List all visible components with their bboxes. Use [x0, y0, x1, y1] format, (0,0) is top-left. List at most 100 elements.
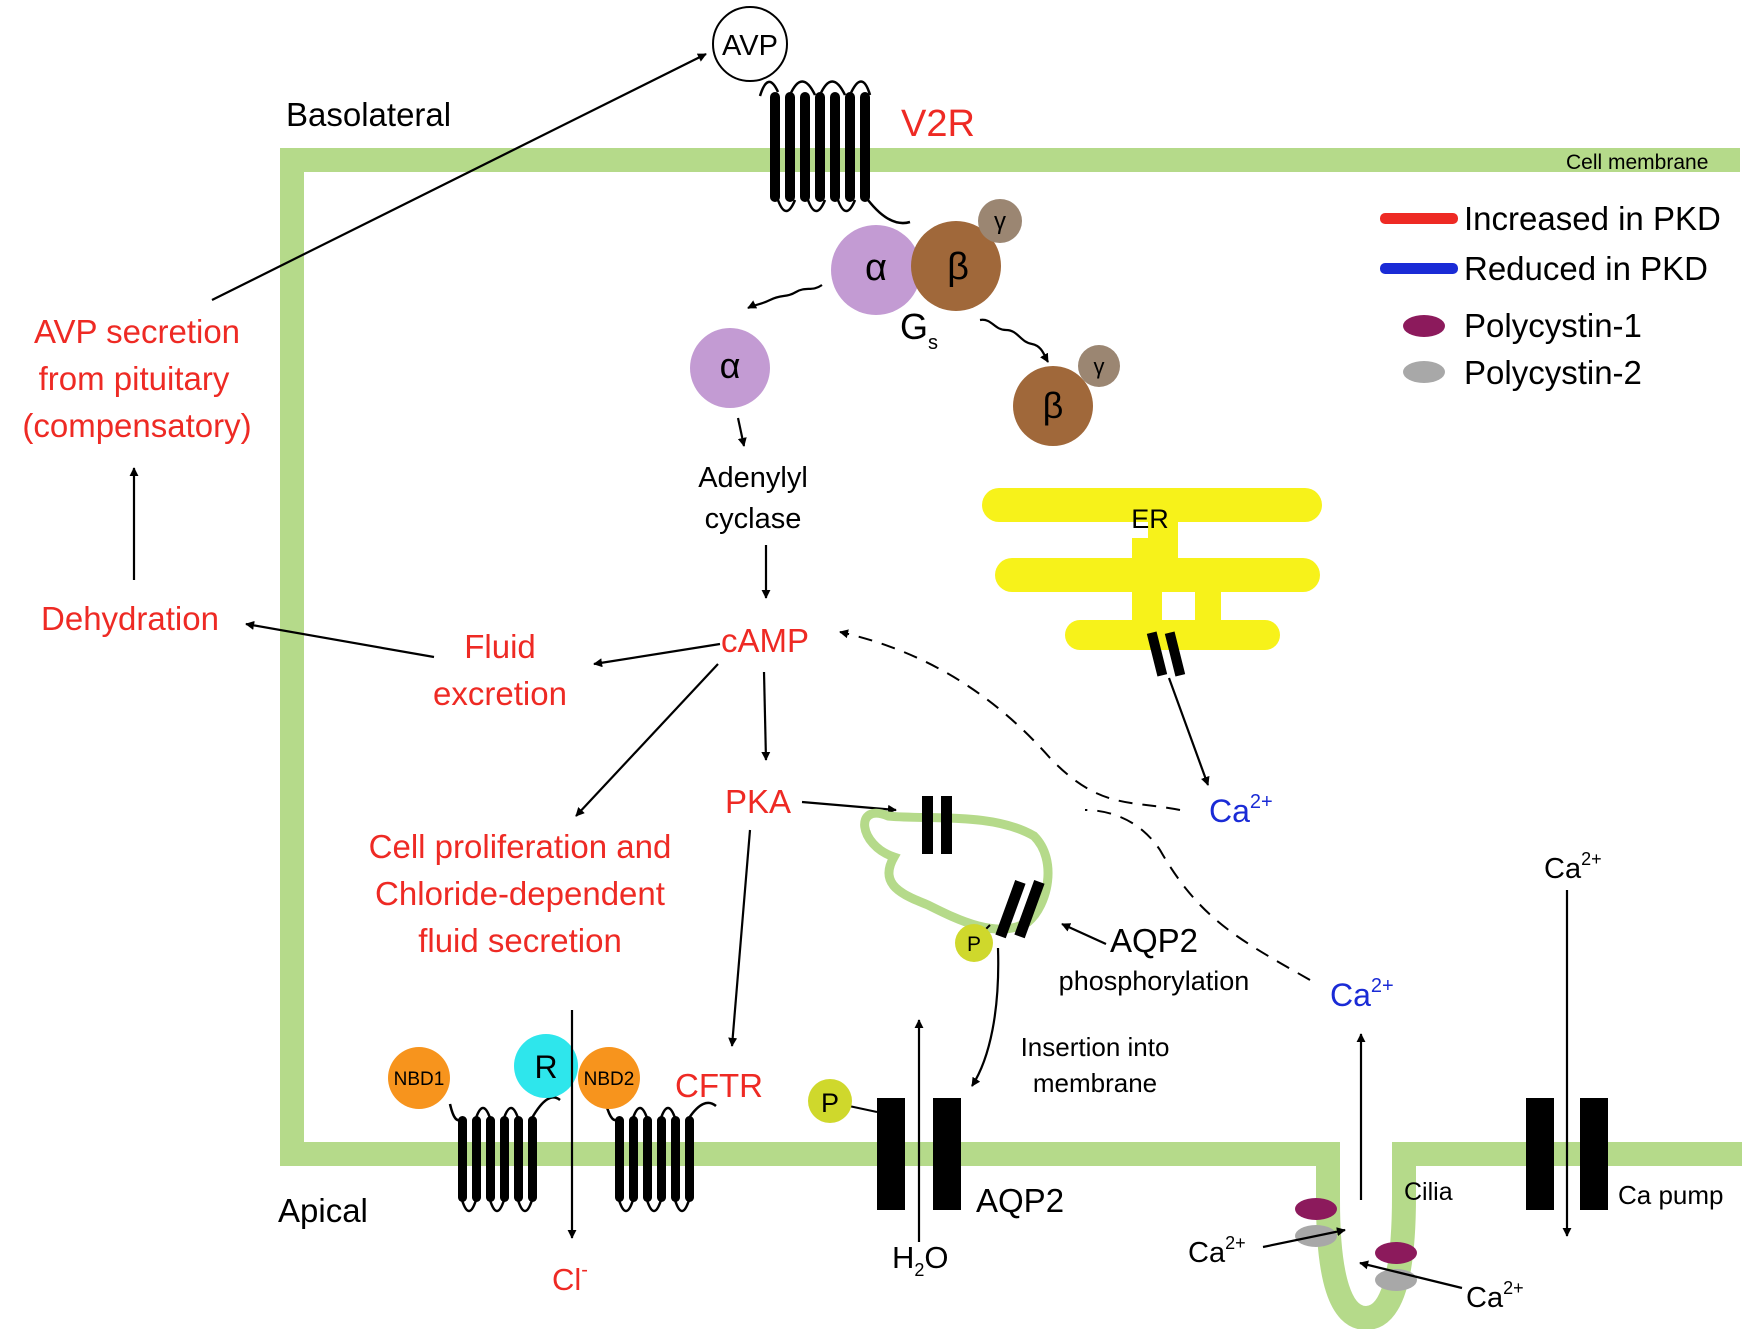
chloride-label: Cl-	[552, 1259, 588, 1297]
apical-phosphate	[808, 1079, 852, 1123]
vesicle-aqp2-channel-b	[941, 796, 952, 854]
ca-pump-right	[1580, 1098, 1608, 1210]
basolateral-label: Basolateral	[286, 96, 451, 133]
legend-reduced-swatch	[1380, 263, 1458, 274]
legend-increased-label: Increased in PKD	[1464, 200, 1721, 237]
legend-polycystin1-swatch	[1403, 315, 1445, 337]
cilia-calcium-dashed-line	[1084, 809, 1311, 981]
legend-polycystin1-label: Polycystin-1	[1464, 307, 1642, 344]
vesicle-phosphate-label: P	[967, 933, 981, 956]
dehydration-label: Dehydration	[41, 600, 219, 637]
polycystin1-right	[1375, 1242, 1417, 1264]
cftr-r-domain	[514, 1034, 578, 1098]
avp-secretion-label-line2: from pituitary	[39, 360, 230, 397]
fluid-excretion-label-line1: Fluid	[464, 628, 536, 665]
legend-increased-swatch	[1380, 213, 1458, 224]
pka-to-cftr-arrow	[728, 829, 752, 1047]
gs-alpha-label: α	[865, 247, 887, 289]
free-beta-label: β	[1043, 385, 1064, 426]
vesicle-aqp2-channel-d	[1014, 880, 1045, 939]
free-beta-subunit	[1013, 366, 1093, 446]
cftr-r-label: R	[534, 1049, 557, 1085]
fluid-excretion-label-line2: excretion	[433, 675, 567, 712]
cftr-nbd2-domain	[578, 1047, 640, 1109]
aqp2-phosphorylation-arrow	[1061, 922, 1107, 946]
legend-polycystin2-swatch	[1403, 361, 1445, 383]
cftr-nbd1-domain	[388, 1047, 450, 1109]
proliferation-label-line1: Cell proliferation and	[369, 828, 672, 865]
beta-gamma-dissociation-arrow	[979, 318, 1049, 363]
avp-ligand	[712, 6, 788, 82]
adenylyl-cyclase-label-line2: cyclase	[705, 503, 802, 535]
proliferation-label-line2: Chloride-dependent	[375, 875, 665, 912]
camp-to-pka-arrow	[761, 671, 771, 761]
gs-gamma-label: γ	[994, 208, 1006, 235]
cilia-calcium-label: Ca2+	[1330, 975, 1394, 1013]
water-label: H2O	[892, 1240, 949, 1280]
apical-aqp2-channel-right	[933, 1098, 961, 1210]
ca-pump-calcium-label: Ca2+	[1544, 849, 1602, 885]
gs-gamma-subunit	[978, 199, 1022, 243]
alpha-dissociation-arrow	[747, 284, 823, 309]
aqp2-vesicle	[860, 808, 1053, 934]
apical-label: Apical	[278, 1192, 368, 1229]
insertion-into-membrane-arrow	[971, 947, 1000, 1087]
insertion-label-line1: Insertion into	[1021, 1032, 1170, 1062]
avp-secretion-label-line1: AVP secretion	[34, 313, 240, 350]
er-label: ER	[1131, 504, 1169, 534]
cell-membrane-label: Cell membrane	[1566, 151, 1708, 174]
vesicle-phosphate	[955, 924, 993, 962]
apical-phosphate-bond	[848, 1105, 878, 1113]
apical-aqp2-channel-left	[877, 1098, 905, 1210]
camp-to-proliferation-arrow	[575, 663, 719, 817]
vesicle-aqp2-channel-c	[995, 880, 1026, 939]
calcium-to-camp-dashed-arrow	[839, 629, 1181, 811]
aqp2-phosphorylation-label-line2: phosphorylation	[1059, 966, 1250, 996]
endoplasmic-reticulum	[982, 488, 1322, 677]
fluid-excretion-to-dehydration-arrow	[245, 620, 435, 659]
apical-phosphate-label: P	[821, 1088, 839, 1118]
pka-to-vesicle-arrow	[801, 800, 897, 814]
legend-reduced-label: Reduced in PKD	[1464, 250, 1708, 287]
insertion-label-line2: membrane	[1033, 1068, 1157, 1098]
calcium-influx-left-label: Ca2+	[1188, 1233, 1246, 1269]
cilia-label: Cilia	[1404, 1178, 1453, 1206]
cftr-nbd2-label: NBD2	[584, 1069, 635, 1090]
free-gamma-subunit	[1078, 345, 1120, 387]
v2r-receptor	[758, 80, 911, 225]
aqp2-phosphorylation-label-line1: AQP2	[1110, 922, 1198, 959]
cftr-label: CFTR	[675, 1067, 763, 1104]
alpha-to-adenylyl-arrow	[736, 417, 747, 447]
avp-secretion-to-avp-arrow	[211, 53, 707, 301]
free-alpha-label: α	[720, 345, 741, 386]
cftr-nbd1-label: NBD1	[394, 1069, 445, 1090]
vesicle-aqp2-channel-a	[922, 796, 933, 854]
calcium-influx-right-arrow	[1359, 1260, 1463, 1290]
er-calcium-label: Ca2+	[1209, 791, 1273, 829]
cftr-channel	[448, 1096, 717, 1213]
legend-polycystin2-label: Polycystin-2	[1464, 354, 1642, 391]
free-alpha-subunit	[690, 328, 770, 408]
camp-label: cAMP	[721, 622, 809, 659]
adenylyl-cyclase-label-line1: Adenylyl	[698, 462, 808, 494]
gs-alpha-subunit	[831, 225, 921, 315]
free-gamma-label: γ	[1094, 354, 1105, 379]
gs-beta-subunit	[911, 221, 1001, 311]
proliferation-label-line3: fluid secretion	[418, 922, 622, 959]
gs-label: Gs	[900, 306, 938, 354]
pka-label: PKA	[725, 783, 791, 820]
legend: Increased in PKD Reduced in PKD Polycyst…	[1380, 200, 1721, 391]
calcium-influx-right-label: Ca2+	[1466, 1278, 1524, 1314]
ca-pump-label: Ca pump	[1618, 1180, 1724, 1210]
calcium-influx-left-arrow	[1262, 1227, 1346, 1249]
v2r-label: V2R	[901, 103, 975, 145]
ca-pump-left	[1526, 1098, 1554, 1210]
avp-secretion-label-line3: (compensatory)	[22, 407, 251, 444]
apical-aqp2-label: AQP2	[976, 1182, 1064, 1219]
polycystin1-left	[1295, 1198, 1337, 1220]
er-to-ca-arrow	[1167, 677, 1210, 786]
gs-beta-label: β	[947, 246, 969, 288]
avp-ligand-label: AVP	[722, 30, 778, 62]
camp-to-fluid-excretion-arrow	[593, 642, 721, 668]
